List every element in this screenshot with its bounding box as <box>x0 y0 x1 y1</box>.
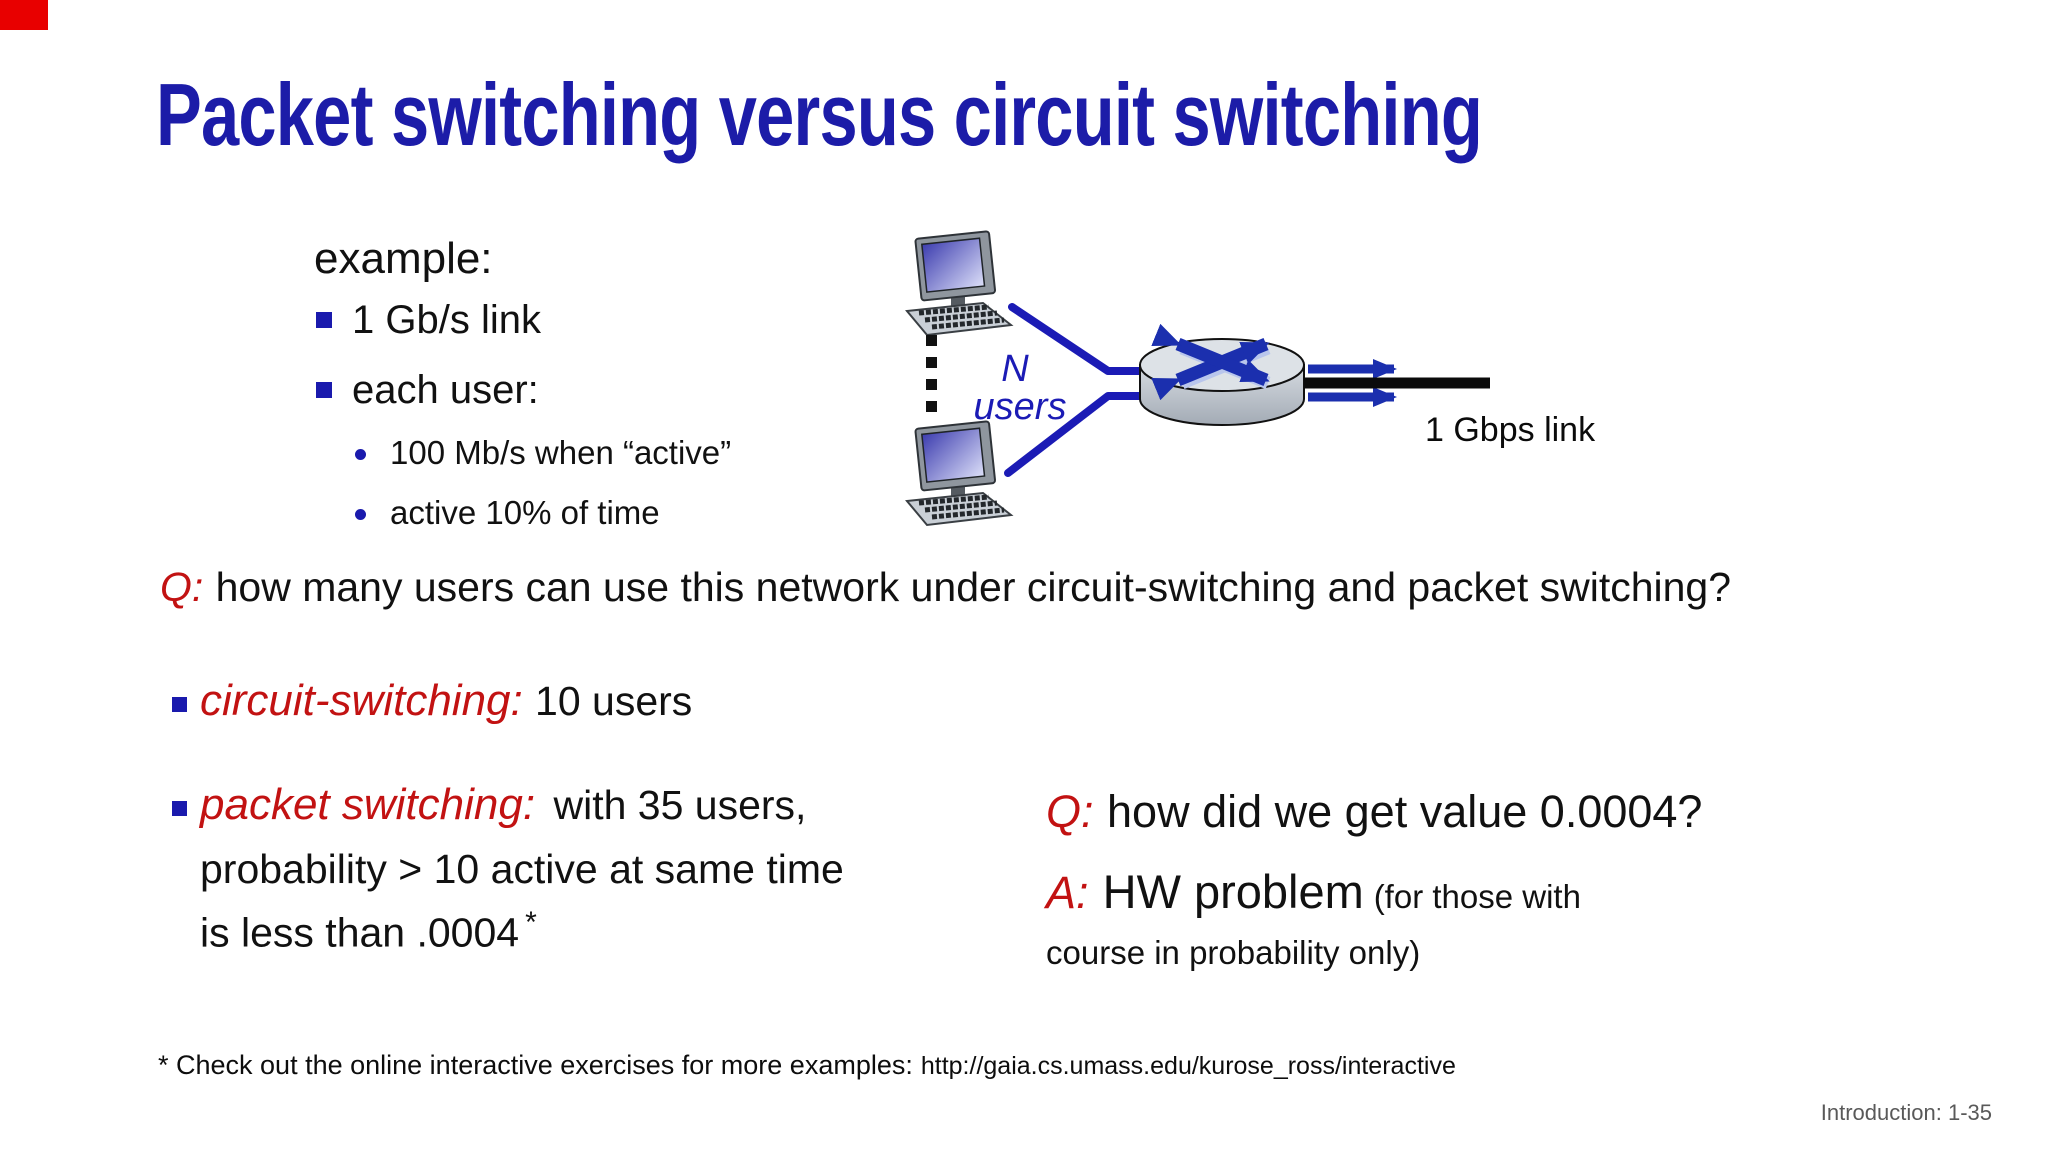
downlink-line <box>1004 392 1146 477</box>
bullet-square-icon <box>172 697 187 712</box>
packet-label: packet switching: <box>200 780 536 829</box>
example-heading: example: <box>314 234 493 283</box>
qa-answer: A: HW problem(for those with <box>1046 864 1581 919</box>
circuit-text: 10 users <box>535 678 693 724</box>
uplink-line <box>1008 303 1146 375</box>
router-icon <box>1139 323 1305 426</box>
qa-a-prefix: A: <box>1046 867 1089 918</box>
footnote-text: * Check out the online interactive exerc… <box>158 1050 913 1080</box>
sub-bullet-dot-icon <box>355 449 366 460</box>
gbps-link-label: 1 Gbps link <box>1425 411 1596 449</box>
bullet-square-icon <box>316 312 332 328</box>
question-line: Q:how many users can use this network un… <box>160 564 1731 611</box>
question-text: how many users can use this network unde… <box>215 564 1732 610</box>
desktop-computer-icon <box>907 421 1011 525</box>
q-prefix: Q: <box>160 564 204 610</box>
packet-line3: is less than .0004* <box>200 906 537 957</box>
recording-marker <box>0 0 48 30</box>
desktop-computer-icon <box>907 231 1011 335</box>
bullet-square-icon <box>316 382 332 398</box>
sub-bullet-item: 100 Mb/s when “active” <box>390 434 732 471</box>
packet-line2-text: probability > 10 active at same time <box>200 846 844 892</box>
circuit-label: circuit-switching: <box>200 676 523 725</box>
bullet-item: 1 Gb/s link <box>352 298 541 342</box>
circuit-switching-item: circuit-switching: 10 users <box>200 676 692 726</box>
qa-question: Q: how did we get value 0.0004? <box>1046 786 1702 838</box>
qa-q-prefix: Q: <box>1046 786 1094 837</box>
page-number: Introduction: 1-35 <box>1820 1100 1992 1125</box>
bullet-item: each user: <box>352 368 539 412</box>
bullet-square-icon <box>172 801 187 816</box>
sub-bullet-item: active 10% of time <box>390 494 660 531</box>
footnote-url: http://gaia.cs.umass.edu/kurose_ross/int… <box>920 1052 1456 1080</box>
qa-a-note2: course in probability only) <box>1046 934 1421 971</box>
footnote-mark: * <box>525 906 537 939</box>
users-label: users <box>974 386 1067 428</box>
qa-a-note1: (for those with <box>1373 878 1581 915</box>
packet-line1-text: with 35 users, <box>553 782 807 828</box>
n-users-label: N <box>1001 348 1029 390</box>
qa-a-text: HW problem <box>1102 865 1364 918</box>
packet-switching-item: packet switching: with 35 users, <box>200 780 806 830</box>
ellipsis-dots-icon <box>926 335 937 412</box>
packet-line3-text: is less than .0004 <box>200 909 520 956</box>
network-diagram: N users 1 Gbps link <box>880 215 1596 545</box>
sub-bullet-dot-icon <box>355 509 366 520</box>
footnote: * Check out the online interactive exerc… <box>158 1050 1456 1081</box>
slide-title: Packet switching versus circuit switchin… <box>156 65 1483 164</box>
qa-q-text: how did we get value 0.0004? <box>1107 786 1703 837</box>
